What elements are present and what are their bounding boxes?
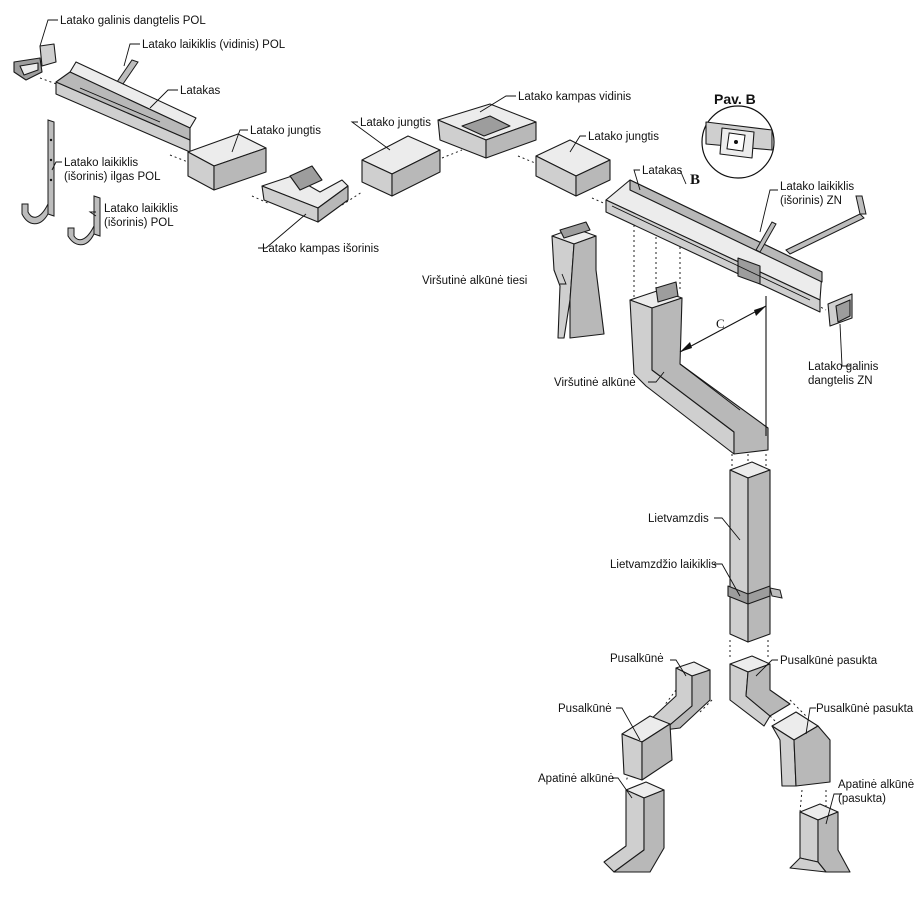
fig-b-detail <box>701 105 775 179</box>
label-half-elbow-turned-1: Pusalkūnė pasukta <box>780 655 878 667</box>
lower-elbow-turned <box>789 803 851 873</box>
upper-elbow <box>629 281 769 455</box>
label-end-cap-zn-2: dangtelis ZN <box>808 375 873 387</box>
label-bracket-zn-2: (išorinis) ZN <box>780 195 842 207</box>
label-upper-elbow: Viršutinė alkūnė <box>554 377 636 389</box>
label-lower-elbow-turned-2: (pasukta) <box>838 793 886 805</box>
half-elbow-top-left <box>649 661 711 731</box>
label-corner-outer: Latako kampas išorinis <box>262 243 379 255</box>
joint-2 <box>361 135 441 197</box>
label-gutter-1: Latakas <box>180 85 221 97</box>
upper-elbow-straight <box>551 221 605 339</box>
joint-1 <box>187 133 267 191</box>
gutter-2 <box>605 179 823 313</box>
label-marker-c: C <box>716 316 725 331</box>
label-gutter-2: Latakas <box>642 165 683 177</box>
label-bracket-outer-1: Latako laikiklis <box>104 203 178 215</box>
end-cap-pol <box>13 43 57 81</box>
text-labels: Latako galinis dangtelis POL Latako laik… <box>60 15 914 805</box>
label-half-elbow-turned-2: Pusalkūnė pasukta <box>816 703 914 715</box>
outer-bracket-long-pol <box>21 119 55 225</box>
label-bracket-inner-pol: Latako laikiklis (vidinis) POL <box>142 39 286 51</box>
label-upper-elbow-straight: Viršutinė alkūnė tiesi <box>422 275 527 287</box>
downpipe-bracket <box>727 585 783 605</box>
bracket-zn <box>755 195 867 255</box>
label-half-elbow-2: Pusalkūnė <box>558 703 612 715</box>
leader-lines <box>39 19 850 825</box>
label-end-cap-zn-1: Latako galinis <box>808 361 879 373</box>
label-lower-elbow: Apatinė alkūnė <box>538 773 614 785</box>
corner-inner <box>437 103 537 159</box>
dimension-c <box>679 296 767 436</box>
label-bracket-outer-2: (išorinis) POL <box>104 217 174 229</box>
downpipe <box>729 461 771 643</box>
end-cap-zn <box>827 293 853 327</box>
outer-bracket-pol <box>67 195 101 246</box>
label-corner-inner: Latako kampas vidinis <box>518 91 631 103</box>
label-end-cap-pol: Latako galinis dangtelis POL <box>60 15 206 27</box>
joint-3 <box>535 139 611 197</box>
label-downpipe: Lietvamzdis <box>648 513 709 525</box>
lower-elbow <box>603 781 665 873</box>
label-joint-2: Latako jungtis <box>360 117 431 129</box>
label-fig-b: Pav. B <box>714 91 756 107</box>
label-joint-3: Latako jungtis <box>588 131 659 143</box>
half-elbow-turned-top <box>729 655 791 727</box>
half-elbow-left <box>621 715 673 781</box>
half-elbow-turned-bottom <box>771 711 831 787</box>
corner-outer <box>261 165 349 223</box>
label-bracket-zn-1: Latako laikiklis <box>780 181 854 193</box>
label-bracket-outer-long-1: Latako laikiklis <box>64 157 138 169</box>
label-joint-1: Latako jungtis <box>250 125 321 137</box>
label-lower-elbow-turned-1: Apatinė alkūnė <box>838 779 914 791</box>
label-bracket-outer-long-2: (išorinis) ilgas POL <box>64 171 161 183</box>
label-marker-b: B <box>690 172 700 188</box>
label-downpipe-bracket: Lietvamzdžio laikiklis <box>610 559 717 571</box>
label-half-elbow-1: Pusalkūnė <box>610 653 664 665</box>
gutter-1 <box>55 61 197 153</box>
